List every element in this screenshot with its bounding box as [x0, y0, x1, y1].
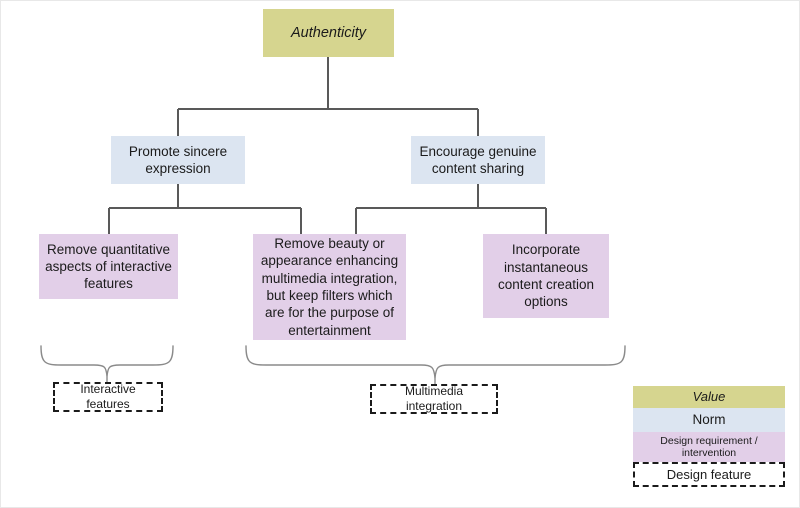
legend-row-norm: Norm [633, 408, 785, 432]
legend-row-norm-label: Norm [692, 412, 726, 428]
node-norm-encourage-genuine-content-sharing-label: Encourage genuine content sharing [419, 143, 537, 176]
node-requirement-incorporate-instantaneous-content-creation[interactable]: Incorporate instantaneous content creati… [483, 234, 609, 318]
node-feature-interactive-features[interactable]: Interactive features [53, 382, 163, 412]
node-norm-promote-sincere-expression[interactable]: Promote sincere expression [111, 136, 245, 184]
node-requirement-remove-quantitative-interactive-features[interactable]: Remove quantitative aspects of interacti… [39, 234, 178, 299]
node-requirement-remove-beauty-multimedia-integration-label: Remove beauty or appearance enhancing mu… [260, 236, 399, 338]
node-requirement-incorporate-instantaneous-content-creation-label: Incorporate instantaneous content creati… [497, 242, 595, 310]
legend-row-value-label: Value [692, 389, 726, 405]
legend-row-design-requirement-label: Design requirement / intervention [660, 434, 758, 459]
node-value-authenticity-label: Authenticity [291, 24, 366, 41]
node-norm-encourage-genuine-content-sharing[interactable]: Encourage genuine content sharing [411, 136, 545, 184]
node-feature-interactive-features-label: Interactive features [80, 381, 136, 411]
legend: Value Norm Design requirement / interven… [633, 386, 785, 487]
node-feature-multimedia-integration[interactable]: Multimedia integration [370, 384, 498, 414]
legend-row-design-requirement: Design requirement / intervention [633, 432, 785, 462]
brace-interactive-features [40, 345, 174, 377]
legend-row-design-feature: Design feature [633, 462, 785, 487]
brace-multimedia-integration [245, 345, 626, 379]
node-norm-promote-sincere-expression-label: Promote sincere expression [128, 143, 228, 176]
legend-row-design-feature-label: Design feature [666, 466, 752, 482]
node-feature-multimedia-integration-label: Multimedia integration [404, 383, 464, 413]
legend-row-value: Value [633, 386, 785, 408]
node-value-authenticity[interactable]: Authenticity [263, 9, 394, 57]
node-requirement-remove-quantitative-interactive-features-label: Remove quantitative aspects of interacti… [45, 241, 172, 292]
node-requirement-remove-beauty-multimedia-integration[interactable]: Remove beauty or appearance enhancing mu… [253, 234, 406, 340]
